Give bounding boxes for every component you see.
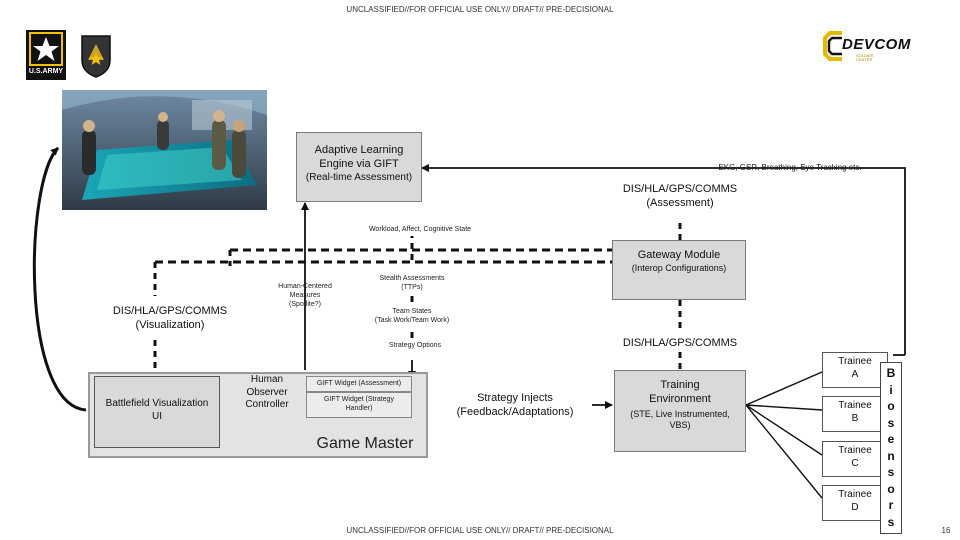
gift-strategy-box: GIFT Widget (Strategy Handler): [306, 392, 412, 418]
observer-label: Human Observer Controller: [236, 374, 298, 412]
stealth-line2: (TTPs): [401, 283, 423, 291]
shield-icon: [81, 35, 111, 78]
team-states-line1: Team States: [392, 308, 432, 315]
trainee-b-line2: B: [851, 413, 859, 424]
classification-bottom: UNCLASSIFIED//FOR OFFICIAL USE ONLY// DR…: [346, 526, 614, 535]
trainee-d-line1: Trainee: [838, 489, 872, 500]
assessment-line2: (Assessment): [646, 196, 714, 209]
team-states-line2: (Task Work/Team Work): [374, 316, 450, 324]
biosensors-letter: n: [887, 448, 895, 463]
trainee-d-box: Trainee D: [822, 485, 888, 521]
comms-label: DIS/HLA/GPS/COMMS: [615, 337, 745, 351]
training-line3: (STE, Live Instrumented,: [630, 408, 730, 419]
us-army-logo: U.S.ARMY: [26, 30, 66, 80]
trainee-c-box: Trainee C: [822, 441, 888, 477]
battlefield-line2: UI: [152, 410, 162, 422]
assessment-label: DIS/HLA/GPS/COMMS (Assessment): [600, 183, 760, 211]
adaptive-learning-engine-box: Adaptive Learning Engine via GIFT (Real-…: [296, 132, 422, 202]
observer-line2: Observer: [246, 386, 288, 398]
shield-logo: [80, 34, 112, 78]
trainee-b-line1: Trainee: [838, 400, 872, 411]
game-master-label: Game Master: [316, 435, 414, 452]
biosensors-letter: B: [886, 366, 896, 380]
gateway-line2: (Interop Configurations): [631, 262, 727, 273]
training-environment-box: Training Environment (STE, Live Instrume…: [614, 370, 746, 452]
trainee-c-line1: Trainee: [838, 445, 872, 456]
assessment-line1: DIS/HLA/GPS/COMMS: [622, 183, 738, 195]
battlefield-ui-box: Battlefield Visualization UI: [94, 376, 220, 448]
gift-strategy-line1: GIFT Widget (Strategy: [324, 396, 394, 403]
trainee-d-line2: D: [851, 502, 859, 513]
devcom-logo: DEVCOM SOLDIER CENTER: [822, 30, 932, 64]
devcom-c-icon: [823, 31, 842, 61]
biosensors-letter: s: [887, 415, 895, 430]
biosensors-letter: e: [887, 432, 895, 446]
engine-line3: (Real-time Assessment): [305, 171, 413, 183]
human-centered-label: Human-Centered Measures (Spotlite?): [270, 283, 340, 309]
strategy-options-label: Strategy Options: [367, 342, 463, 351]
biosensors-letter: s: [887, 465, 895, 479]
observer-line3: Controller: [245, 399, 289, 410]
engine-line1: Adaptive Learning: [314, 144, 404, 156]
gateway-line1: Gateway Module: [637, 249, 721, 261]
visualization-line1: DIS/HLA/GPS/COMMS: [112, 305, 228, 317]
trainee-a-line1: Trainee: [838, 356, 872, 367]
photo-illustration: [62, 90, 267, 210]
training-photo: [62, 90, 267, 210]
classification-top: UNCLASSIFIED//FOR OFFICIAL USE ONLY// DR…: [346, 5, 614, 14]
trainee-a-box: Trainee A: [822, 352, 888, 388]
training-line2: Environment: [649, 392, 711, 405]
strategy-injects-label: Strategy Injects (Feedback/Adaptations): [440, 392, 590, 420]
biosensors-letter: i: [889, 382, 893, 397]
human-centered-line3: (Spotlite?): [289, 300, 321, 308]
army-star-icon: [29, 32, 63, 66]
trainee-c-line2: C: [851, 458, 859, 469]
workload-label: Workload, Affect, Cognitive State: [368, 226, 472, 233]
gateway-module-box: Gateway Module (Interop Configurations): [612, 240, 746, 300]
army-logo-text: U.S.ARMY: [28, 68, 64, 75]
strategy-injects-line1: Strategy Injects: [477, 392, 553, 404]
training-line4: VBS): [669, 419, 691, 430]
devcom-text: DEVCOM: [842, 36, 911, 53]
biosensors-letter: o: [887, 399, 895, 413]
sensors-connector: [421, 164, 906, 355]
biosensors-letter: r: [888, 498, 894, 512]
stealth-label: Stealth Assessments (TTPs): [367, 275, 457, 293]
devcom-sub1: SOLDIER: [856, 53, 874, 58]
gift-assessment-label: GIFT Widget (Assessment): [316, 380, 402, 387]
battlefield-line1: Battlefield Visualization: [105, 398, 209, 409]
page-number: 16: [941, 526, 951, 535]
devcom-sub2: CENTER: [856, 57, 873, 63]
stealth-line1: Stealth Assessments: [379, 275, 445, 282]
engine-line2: Engine via GIFT: [319, 157, 399, 170]
human-centered-line1: Human-Centered: [278, 283, 332, 290]
team-states-label: Team States (Task Work/Team Work): [357, 308, 467, 326]
visualization-line2: (Visualization): [135, 318, 205, 331]
biosensors-letter: s: [887, 514, 895, 529]
observer-line1: Human: [250, 374, 284, 385]
trainee-a-line2: A: [851, 369, 859, 380]
strategy-injects-line2: (Feedback/Adaptations): [456, 405, 574, 418]
human-centered-line2: Measures: [289, 291, 321, 299]
biosensors-letter: o: [887, 481, 895, 496]
training-line1: Training: [660, 379, 700, 391]
gift-assessment-box: GIFT Widget (Assessment): [306, 376, 412, 392]
trainee-b-box: Trainee B: [822, 396, 888, 432]
gift-strategy-line2: Handler): [345, 404, 373, 412]
sensors-label: EKG, GSR, Breathing, Eye Tracking etc.: [718, 163, 862, 172]
visualization-label: DIS/HLA/GPS/COMMS (Visualization): [95, 305, 245, 333]
